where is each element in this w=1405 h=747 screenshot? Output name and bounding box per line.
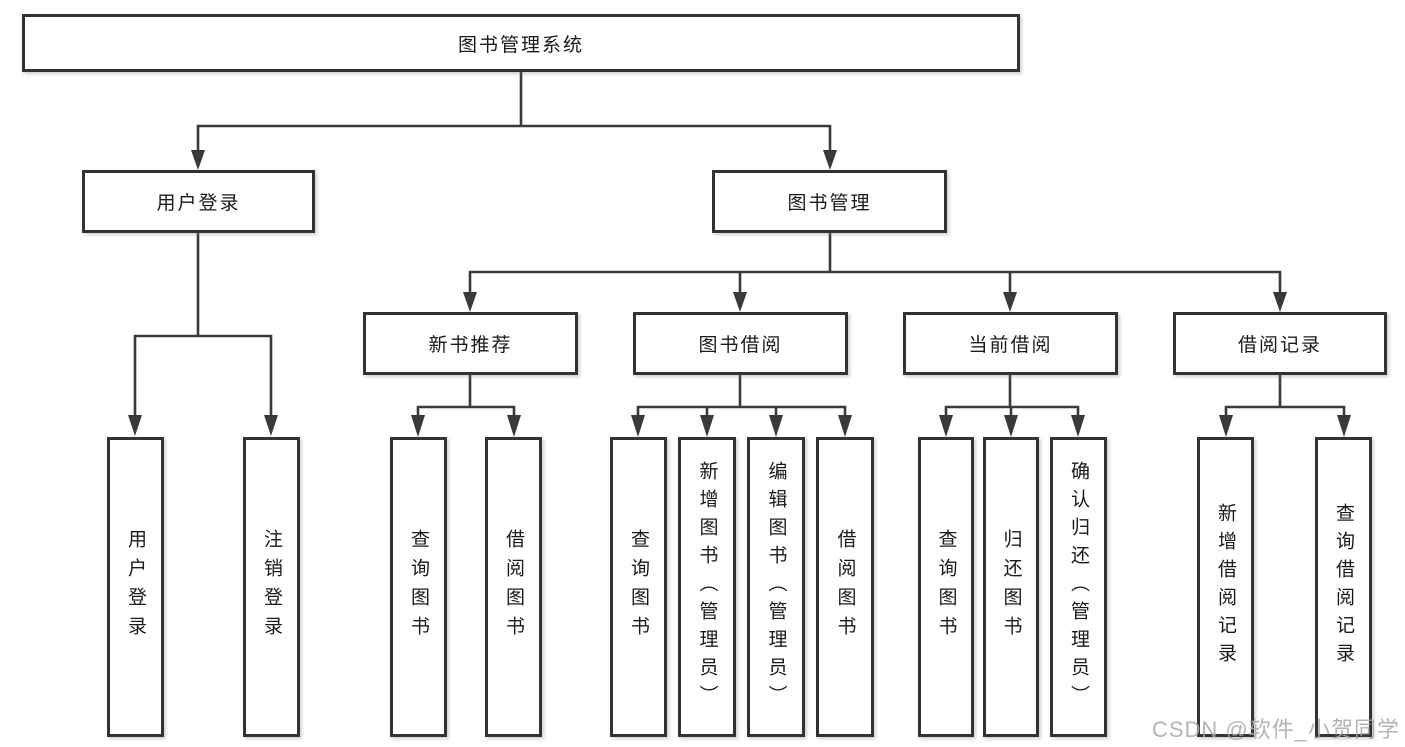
leaf-add-borrow-record: 新增借阅记录 (1197, 437, 1254, 737)
node-current-borrow: 当前借阅 (903, 312, 1118, 375)
leaf-user-login: 用户登录 (107, 437, 164, 737)
node-new-book-recommend: 新书推荐 (363, 312, 578, 375)
connector-book-borrow-to-leaves (631, 374, 852, 437)
node-book-management-system: 图书管理系统 (22, 14, 1020, 72)
leaf-borrow-books-recommend: 借阅图书 (485, 437, 542, 737)
connector-root-to-level2 (191, 72, 837, 170)
leaf-query-books-recommend: 查询图书 (390, 437, 447, 737)
node-book-management: 图书管理 (712, 170, 947, 233)
leaf-return-books: 归还图书 (983, 437, 1039, 737)
leaf-add-books-admin: 新增图书（管理员） (678, 437, 736, 737)
leaf-query-books-borrow: 查询图书 (610, 437, 667, 737)
leaf-logout: 注销登录 (243, 437, 300, 737)
node-book-borrow: 图书借阅 (633, 312, 848, 375)
csdn-watermark: CSDN @软件_小贺同学 (1151, 717, 1400, 742)
leaf-query-books-current: 查询图书 (918, 437, 974, 737)
leaf-borrow-books: 借阅图书 (816, 437, 874, 737)
leaf-confirm-return-admin: 确认归还（管理员） (1050, 437, 1107, 737)
connector-borrow-records-to-leaves (1219, 374, 1351, 437)
connector-user-login-to-leaves (128, 232, 278, 436)
leaf-edit-books-admin: 编辑图书（管理员） (747, 437, 805, 737)
connector-book-management-to-level3 (463, 232, 1287, 312)
node-user-login-branch: 用户登录 (82, 170, 315, 233)
node-borrow-records: 借阅记录 (1173, 312, 1387, 375)
connector-current-borrow-to-leaves (939, 374, 1085, 437)
leaf-query-borrow-record: 查询借阅记录 (1315, 437, 1372, 737)
connector-new-book-recommend-to-leaves (411, 374, 521, 437)
